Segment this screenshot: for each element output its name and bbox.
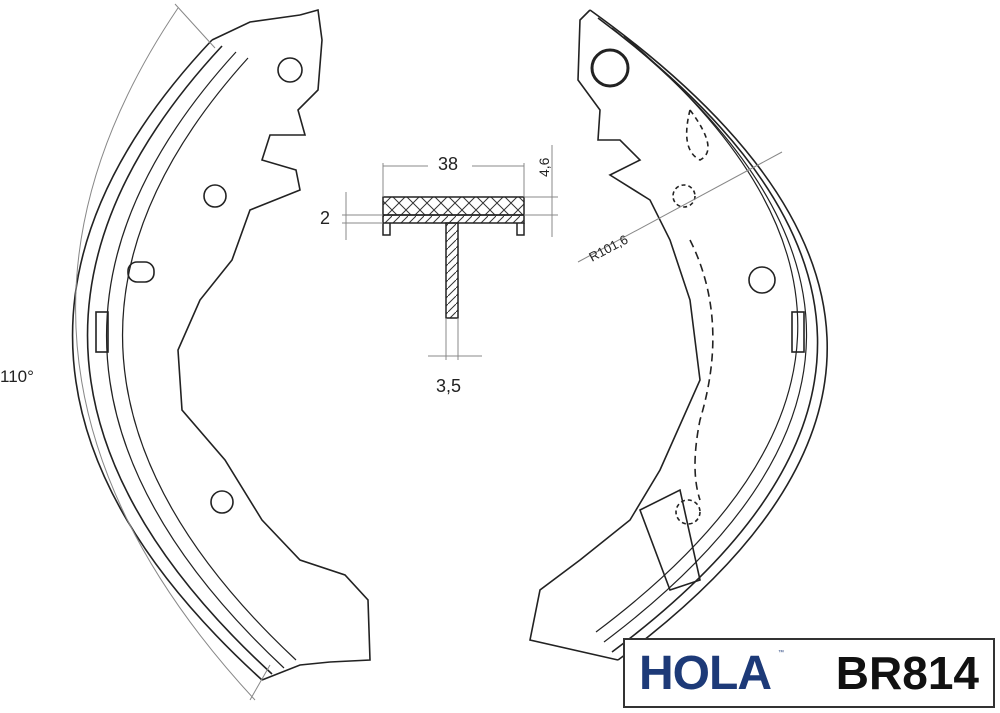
angle-label: 110° bbox=[0, 367, 34, 386]
hidden-hole bbox=[672, 184, 696, 208]
angle-dimension bbox=[75, 3, 271, 701]
cross-section bbox=[382, 196, 525, 319]
radius-label: R101,6 bbox=[586, 232, 630, 265]
trademark: ™ bbox=[778, 650, 784, 656]
total-thickness-label: 4,6 bbox=[536, 157, 552, 177]
right-brake-shoe bbox=[529, 9, 829, 661]
pin-hole bbox=[203, 184, 227, 208]
pin-hole bbox=[277, 57, 303, 83]
lining-thickness-label: 2 bbox=[320, 208, 330, 228]
dimension-lines bbox=[342, 145, 558, 360]
adjuster-bracket bbox=[638, 488, 701, 592]
pin-hole bbox=[748, 266, 776, 294]
lining-clip bbox=[95, 311, 109, 353]
slot bbox=[127, 261, 155, 283]
pin-hole bbox=[210, 490, 234, 514]
brand-logo: HOLA bbox=[639, 647, 772, 700]
width-label: 38 bbox=[438, 154, 458, 174]
pivot-hole bbox=[590, 48, 630, 88]
radius-line bbox=[577, 151, 783, 263]
product-label: HOLA ™ BR814 bbox=[623, 638, 995, 708]
web-thickness-label: 3,5 bbox=[436, 376, 461, 396]
lining-clip bbox=[791, 311, 805, 353]
left-brake-shoe bbox=[71, 8, 371, 681]
part-number: BR814 bbox=[835, 647, 979, 699]
